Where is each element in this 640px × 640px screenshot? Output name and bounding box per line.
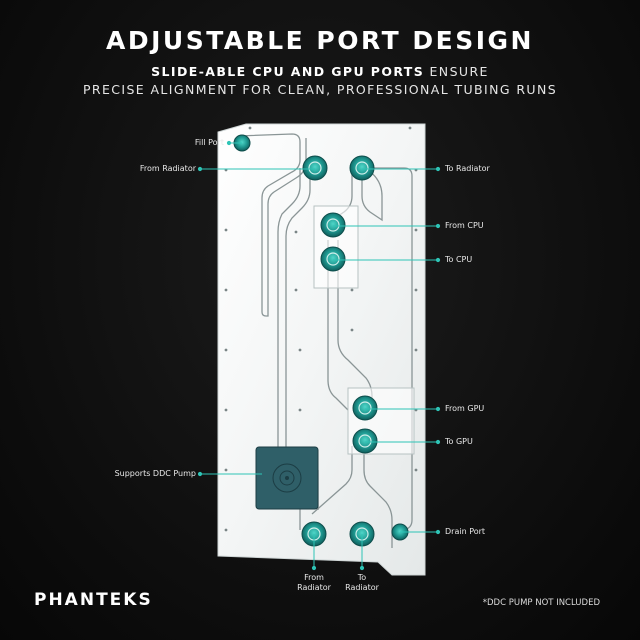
ddc-pump-mount [255, 446, 319, 510]
label-from-radiator-bottom-line2: Radiator [297, 583, 331, 592]
subtitle-line-1: SLIDE-ABLE CPU AND GPU PORTS ENSURE [0, 64, 640, 79]
label-from-radiator-bottom-line1: From [304, 573, 324, 582]
port-to-gpu [352, 428, 378, 454]
label-from-radiator-bottom: From Radiator [284, 573, 344, 593]
port-to-radiator-top [349, 155, 375, 181]
label-to-radiator-bottom-line2: Radiator [345, 583, 379, 592]
label-ddc-pump: Supports DDC Pump [114, 469, 196, 478]
footnote: *DDC PUMP NOT INCLUDED [482, 598, 600, 608]
page-title: ADJUSTABLE PORT DESIGN [106, 26, 534, 55]
port-from-radiator-top [302, 155, 328, 181]
label-to-radiator-bottom-line1: To [357, 573, 367, 582]
label-from-radiator-top: From Radiator [139, 164, 196, 173]
label-drain-port: Drain Port [445, 527, 486, 536]
subtitle-bold: SLIDE-ABLE CPU AND GPU PORTS [151, 64, 425, 79]
subtitle-rest: ENSURE [424, 64, 489, 79]
plate-body [217, 123, 426, 576]
port-to-cpu [320, 246, 346, 272]
label-to-radiator-top: To Radiator [445, 164, 490, 173]
callout-lines [197, 140, 441, 571]
port-from-gpu [352, 395, 378, 421]
label-to-radiator-bottom: To Radiator [332, 573, 392, 593]
label-fill-port: Fill Port [194, 138, 224, 147]
label-from-gpu: From GPU [445, 404, 485, 413]
port-from-cpu [320, 212, 346, 238]
label-from-cpu: From CPU [445, 221, 484, 230]
label-to-gpu: To GPU [445, 437, 473, 446]
subtitle-line-2: PRECISE ALIGNMENT FOR CLEAN, PROFESSIONA… [82, 82, 558, 97]
brand-logo: PHANTEKS [34, 590, 153, 610]
label-to-cpu: To CPU [445, 255, 473, 264]
